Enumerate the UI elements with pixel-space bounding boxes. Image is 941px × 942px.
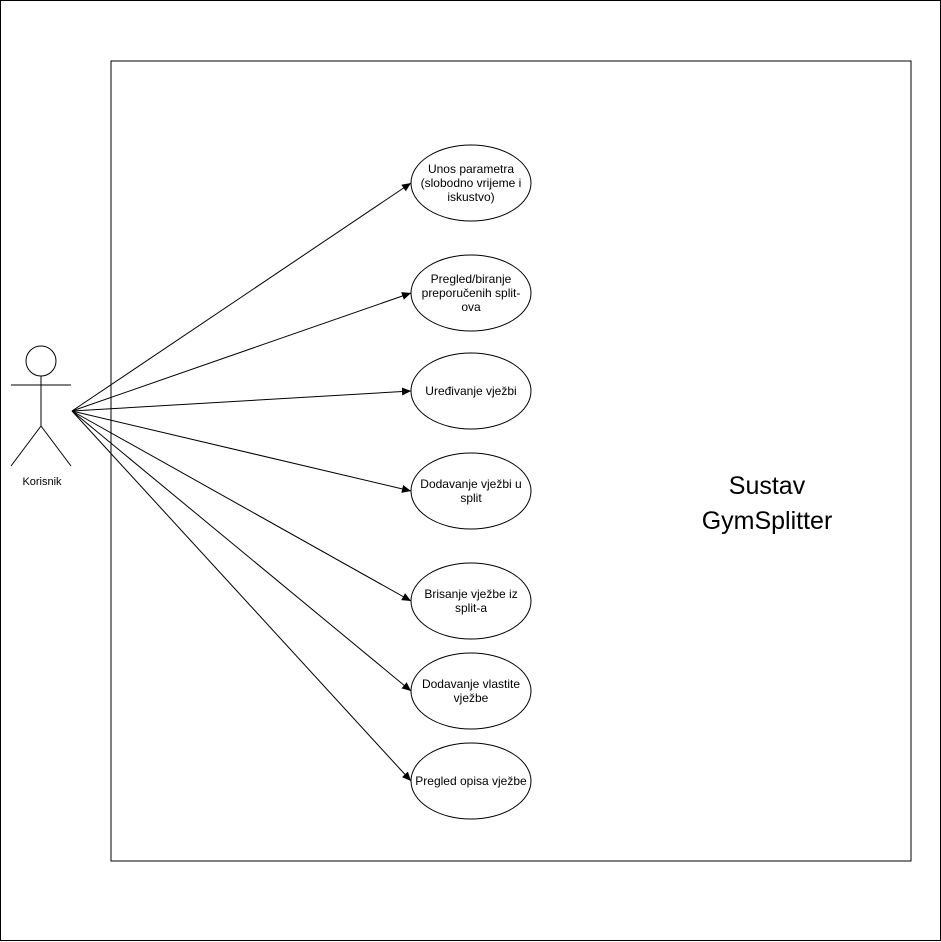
use-case-label: vježbe xyxy=(454,691,489,705)
system-boundary xyxy=(110,60,912,862)
use-case-ellipse xyxy=(410,562,532,640)
use-case-label: iskustvo) xyxy=(447,190,494,204)
use-case-label: Uređivanje vježbi xyxy=(425,384,516,398)
association-arrow xyxy=(71,387,412,412)
association-arrow xyxy=(71,292,412,412)
actor-right-leg xyxy=(40,425,72,467)
use-case-ellipse xyxy=(410,742,532,820)
system-title-line-1: Sustav xyxy=(729,472,806,500)
use-case[interactable]: Uređivanje vježbi xyxy=(410,352,532,430)
use-case[interactable]: Pregled opisa vježbe xyxy=(410,742,532,820)
use-case-ellipse xyxy=(410,254,532,332)
use-case-label: ova xyxy=(461,300,481,314)
use-case-ellipse xyxy=(410,452,532,530)
association-arrow xyxy=(71,410,412,782)
use-case-label: Unos parametra xyxy=(428,162,514,176)
system-title: Sustav GymSplitter xyxy=(702,472,833,535)
actor-left-leg xyxy=(10,425,42,467)
actor-head xyxy=(25,345,57,377)
use-case[interactable]: Unos parametra(slobodno vrijeme iiskustv… xyxy=(410,144,532,222)
association-arrow xyxy=(71,410,412,692)
system-title-line-2: GymSplitter xyxy=(702,507,833,535)
use-cases: Unos parametra(slobodno vrijeme iiskustv… xyxy=(410,144,532,820)
use-case-ellipse xyxy=(410,652,532,730)
use-case-ellipse xyxy=(410,352,532,430)
use-case-ellipse xyxy=(410,144,532,222)
use-case-label: Dodavanje vježbi u xyxy=(420,477,521,491)
use-case-label: (slobodno vrijeme i xyxy=(421,176,522,190)
association-arrow xyxy=(71,182,412,412)
associations xyxy=(71,182,412,782)
use-case-label: Pregled/biranje xyxy=(431,272,512,286)
actor-label: Korisnik xyxy=(22,476,62,488)
use-case-label: Brisanje vježbe iz xyxy=(424,587,517,601)
use-case-label: Pregled opisa vježbe xyxy=(415,774,527,788)
use-case-label: Dodavanje vlastite xyxy=(422,677,520,691)
association-arrow xyxy=(71,410,412,493)
actor-korisnik[interactable]: Korisnik xyxy=(10,345,72,488)
use-case-label: split-a xyxy=(455,601,487,615)
use-case-label: split xyxy=(460,491,482,505)
association-arrow xyxy=(71,410,412,602)
use-case-label: preporučenih split- xyxy=(422,286,521,300)
